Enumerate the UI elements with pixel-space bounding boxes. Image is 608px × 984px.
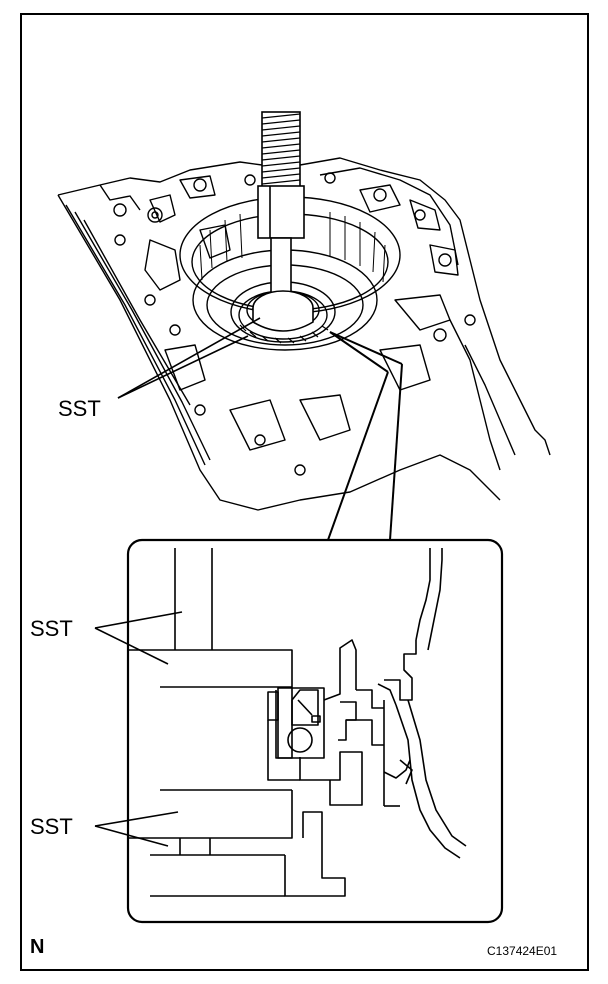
outer-frame xyxy=(20,13,589,971)
detail-inset xyxy=(94,538,504,924)
figure-code: C137424E01 xyxy=(487,944,558,958)
corner-mark: N xyxy=(30,936,45,958)
sst-press-tool xyxy=(252,111,314,332)
sst-label-detail-lower: SST xyxy=(30,814,73,839)
detail-sst-leaders xyxy=(94,611,183,847)
sst-label-detail-upper: SST xyxy=(30,616,73,641)
detail-callout-lines xyxy=(327,331,403,541)
sst-label-top: SST xyxy=(58,396,101,421)
sst-top-leaders xyxy=(117,317,261,399)
